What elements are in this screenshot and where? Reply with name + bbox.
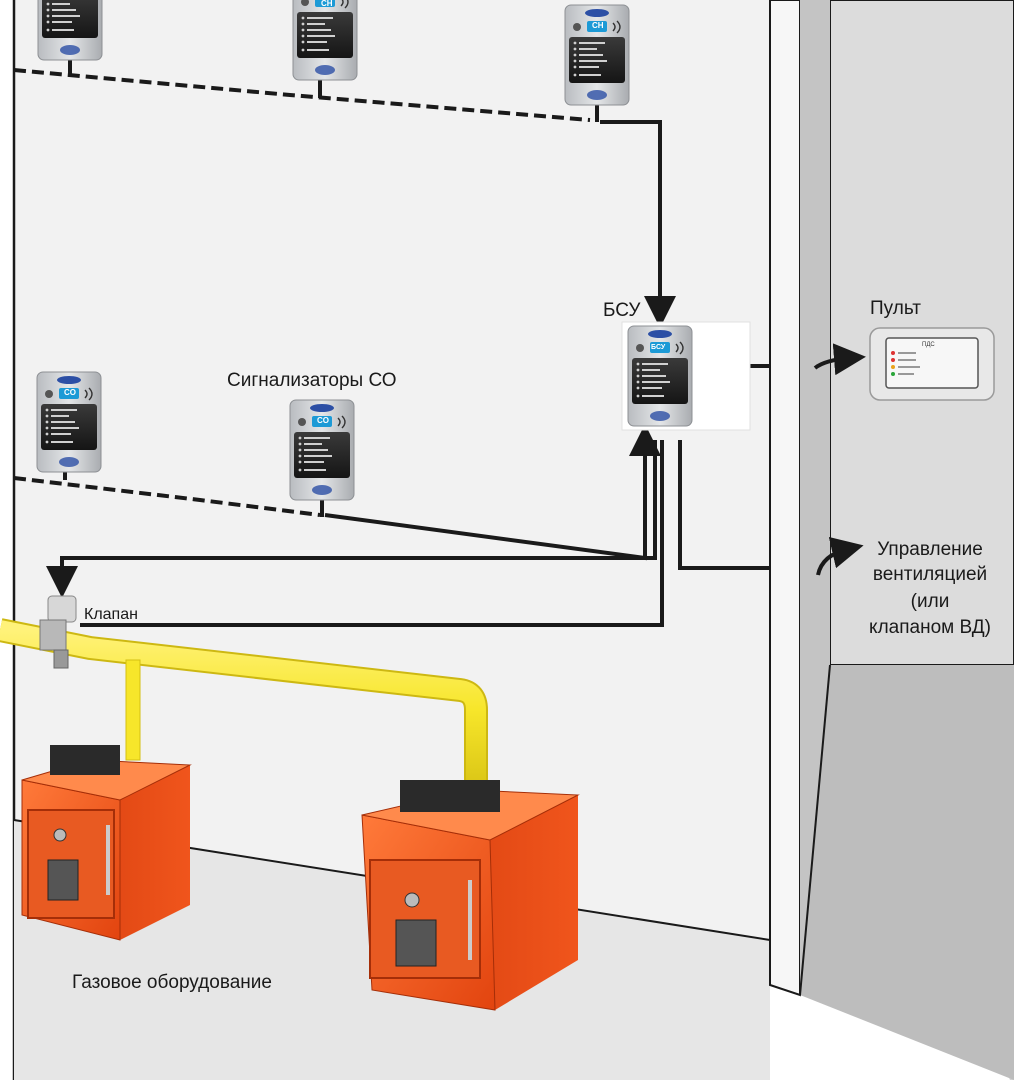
ventilation-label-line2: вентиляцией	[873, 564, 987, 585]
ch-badge-2: CH	[321, 0, 333, 8]
pult-device: ПДС	[869, 327, 995, 401]
ventilation-arrow	[816, 537, 864, 576]
gas-equipment-label: Газовое оборудование	[72, 972, 272, 993]
ch-sensor-2	[292, 0, 358, 81]
ventilation-label-line1: Управление	[877, 539, 983, 560]
co-sensors-label: Сигнализаторы СО	[227, 370, 397, 391]
pult-title: ПДС	[922, 342, 935, 348]
lower-sensor-bus	[13, 364, 770, 627]
pillar-front	[769, 0, 801, 997]
valve-label: Клапан	[84, 606, 138, 623]
gas-valve	[39, 595, 77, 669]
gas-boiler-1	[21, 745, 192, 941]
ventilation-label-line3: (или	[911, 591, 950, 612]
co-sensor-2	[289, 399, 355, 501]
ch-sensor-3	[564, 4, 630, 106]
co-badge-2: CO	[317, 416, 329, 425]
bsu-badge: БСУ	[651, 344, 666, 351]
ventilation-label: Управление вентиляцией (или клапаном ВД)	[869, 539, 991, 638]
ventilation-label-line4: клапаном ВД)	[869, 617, 991, 638]
pult-arrow	[813, 343, 866, 376]
gas-boiler-2	[361, 780, 580, 1011]
gas-pipe	[0, 618, 488, 790]
ch-sensor-1	[37, 0, 103, 61]
bsu-unit	[627, 325, 693, 427]
co-badge-1: CO	[64, 388, 76, 397]
upper-sensor-bus	[13, 60, 676, 328]
co-sensor-1	[36, 371, 102, 473]
ch-badge-3: CH	[592, 21, 604, 30]
bsu-label: БСУ	[603, 300, 641, 321]
pillar-lower-side	[800, 665, 1014, 1080]
pult-label: Пульт	[870, 298, 921, 319]
